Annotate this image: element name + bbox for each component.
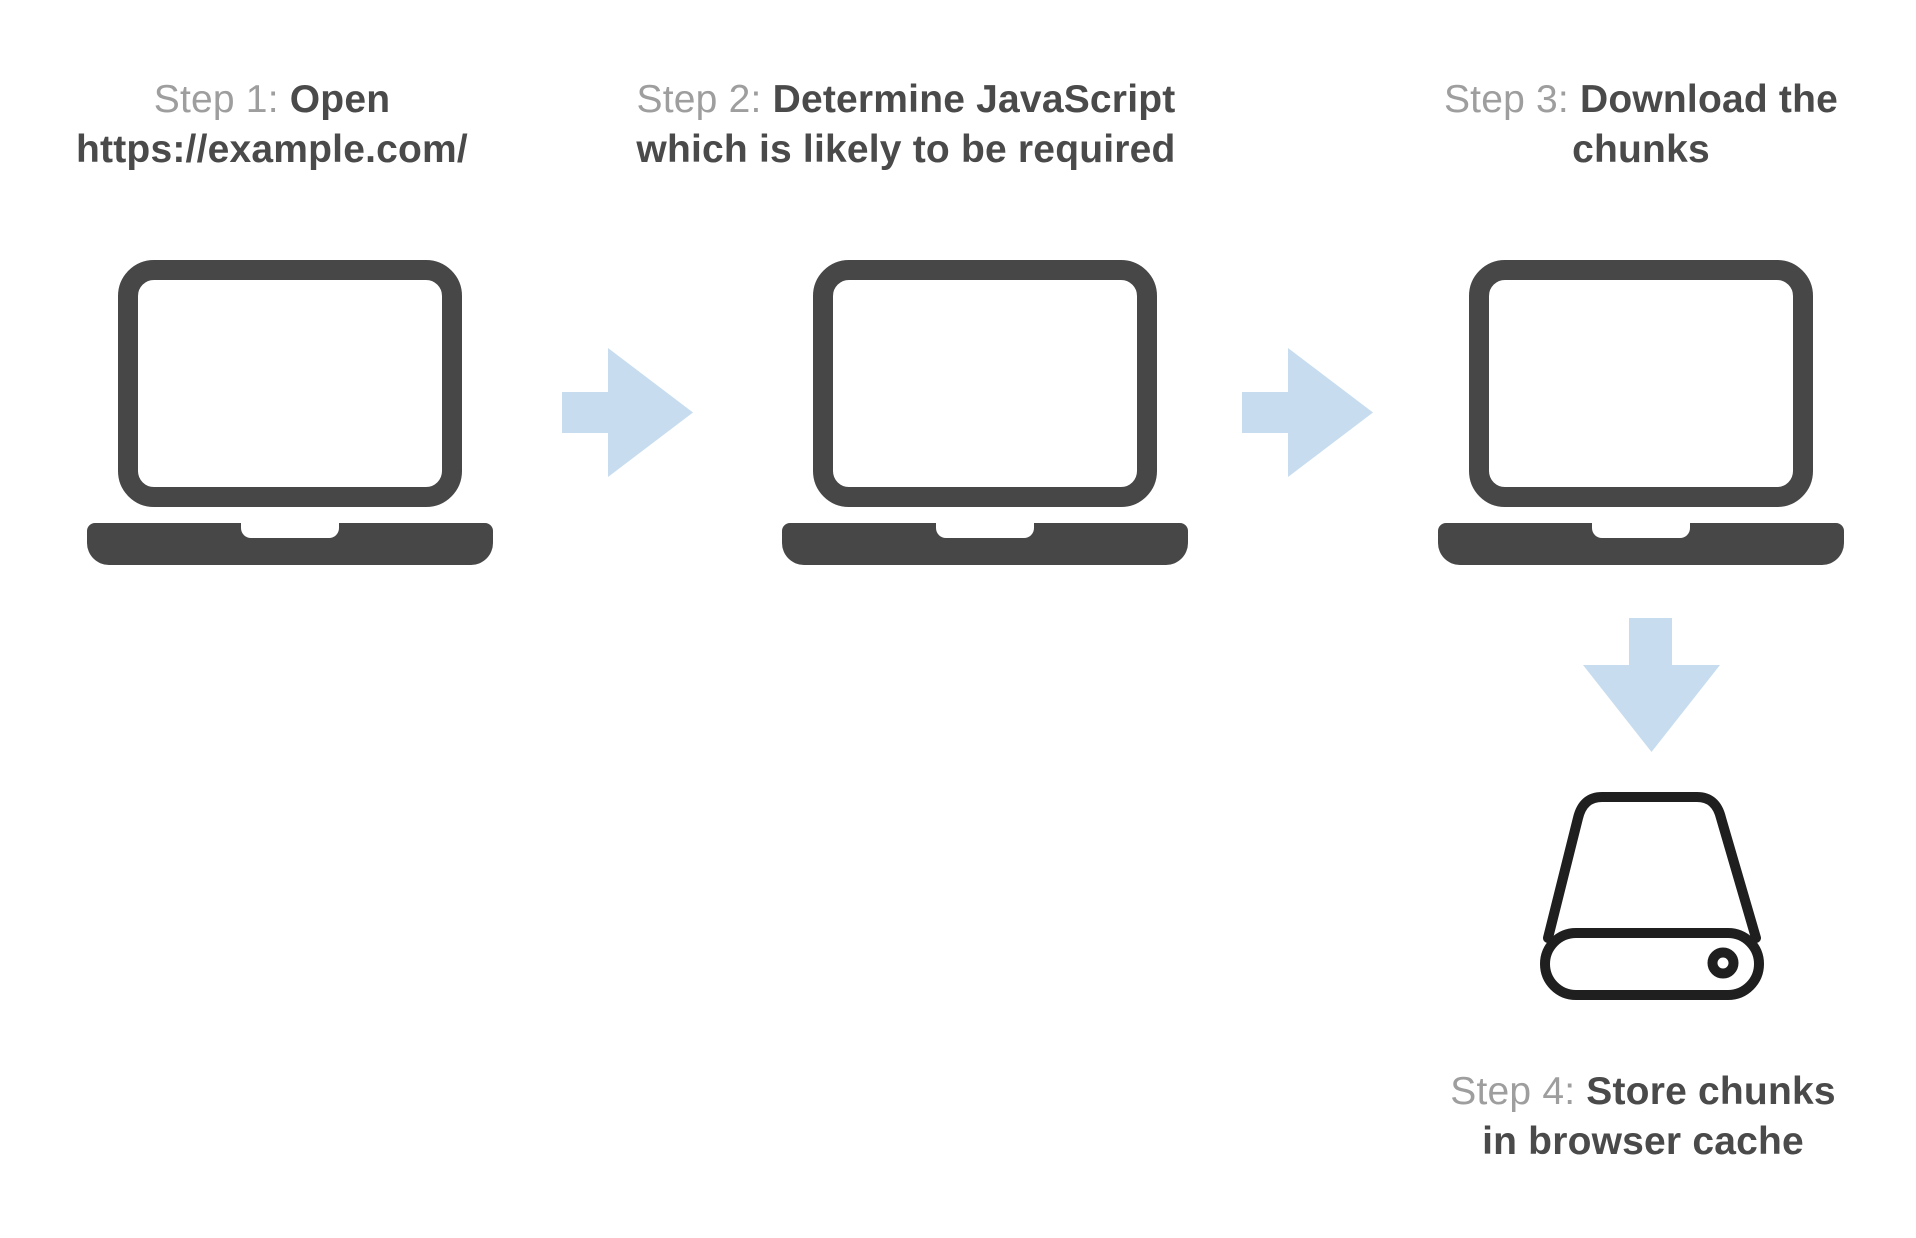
step-1-caption-line-2: https://example.com/ — [32, 125, 512, 175]
laptop-notch — [241, 523, 339, 538]
laptop-base — [87, 523, 493, 565]
arrow-right-icon — [1242, 348, 1373, 477]
laptop-screen — [1469, 260, 1813, 507]
step-2-caption-line-1: Step 2: Determine JavaScript — [606, 75, 1206, 125]
step-4-caption-line-2: in browser cache — [1403, 1117, 1883, 1167]
laptop-notch — [1592, 523, 1690, 538]
laptop-screen — [118, 260, 462, 507]
laptop-icon — [87, 260, 493, 565]
step-1-caption-line-1: Step 1: Open — [32, 75, 512, 125]
step-3-label: Step 3: — [1443, 78, 1580, 121]
arrow-down-icon — [1583, 618, 1720, 752]
laptop-screen — [813, 260, 1157, 507]
step-1-caption: Step 1: Open https://example.com/ — [32, 75, 512, 175]
step-1-label: Step 1: — [153, 78, 290, 121]
step-1-title: Open — [289, 78, 391, 121]
step-4-caption: Step 4: Store chunks in browser cache — [1403, 1067, 1883, 1167]
hard-drive-icon — [1540, 788, 1764, 1000]
step-3-title: Download the — [1579, 78, 1839, 121]
laptop-icon — [782, 260, 1188, 565]
laptop-icon — [1438, 260, 1844, 565]
laptop-base — [1438, 523, 1844, 565]
step-2-caption-line-2: which is likely to be required — [606, 125, 1206, 175]
step-3-caption-line-2: chunks — [1401, 125, 1881, 175]
step-4-title: Store chunks — [1586, 1070, 1836, 1113]
arrow-right-icon — [562, 348, 693, 477]
laptop-base — [782, 523, 1188, 565]
step-2-title: Determine JavaScript — [772, 78, 1176, 121]
step-2-label: Step 2: — [636, 78, 773, 121]
laptop-notch — [936, 523, 1034, 538]
step-3-caption: Step 3: Download the chunks — [1401, 75, 1881, 175]
step-1-title-cont: https://example.com/ — [76, 128, 468, 171]
step-4-label: Step 4: — [1450, 1070, 1587, 1113]
step-3-caption-line-1: Step 3: Download the — [1401, 75, 1881, 125]
step-4-title-cont: in browser cache — [1482, 1120, 1804, 1163]
step-3-title-cont: chunks — [1572, 128, 1710, 171]
step-2-caption: Step 2: Determine JavaScript which is li… — [606, 75, 1206, 175]
hard-drive-glyph — [1540, 792, 1764, 1000]
step-2-title-cont: which is likely to be required — [636, 128, 1176, 171]
step-4-caption-line-1: Step 4: Store chunks — [1403, 1067, 1883, 1117]
